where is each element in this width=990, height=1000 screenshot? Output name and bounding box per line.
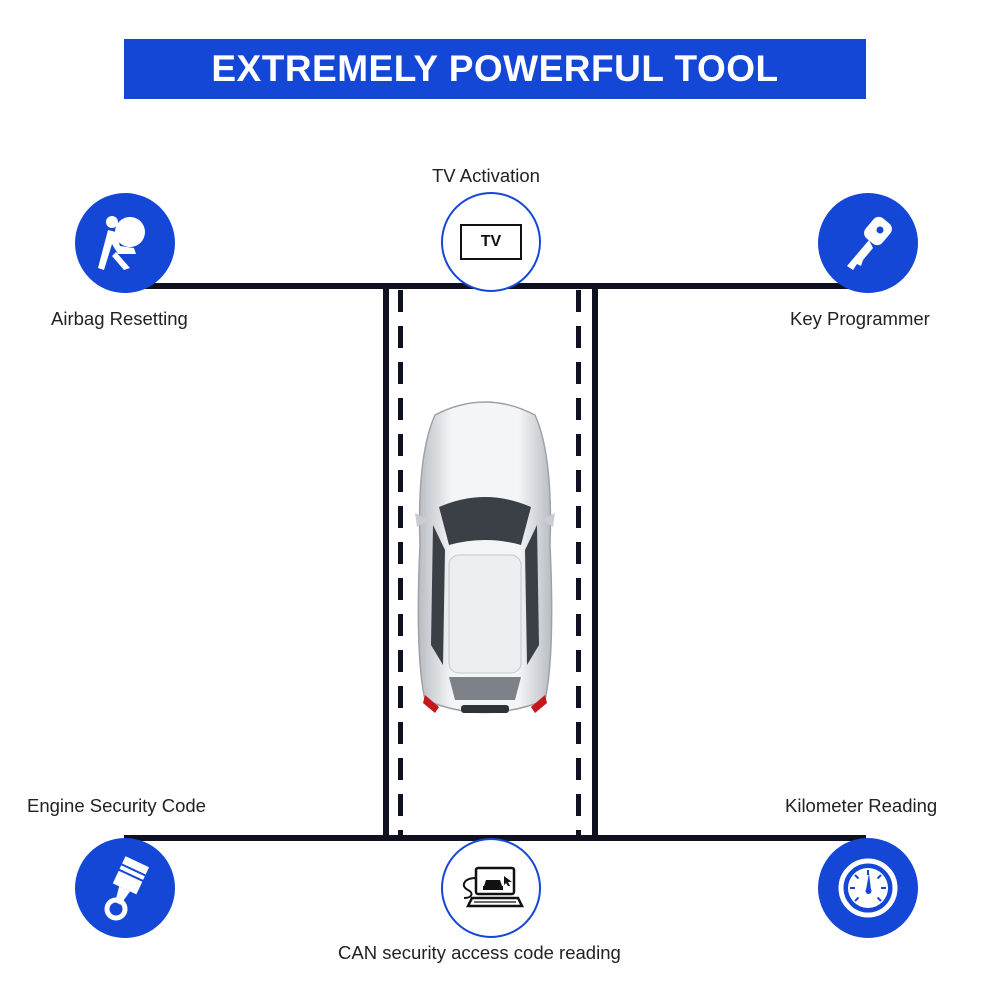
road-left-dashes xyxy=(398,290,403,835)
tv-icon: TV xyxy=(460,224,522,260)
airbag-circle xyxy=(75,193,175,293)
kilometer-label: Kilometer Reading xyxy=(785,795,938,816)
title-banner: EXTREMELY POWERFUL TOOL xyxy=(124,39,866,99)
road-right-edge xyxy=(592,283,598,841)
car-top-view xyxy=(415,401,555,714)
key-circle xyxy=(818,193,918,293)
can-label: CAN security access code reading xyxy=(338,942,621,963)
key-programmer-label: Key Programmer xyxy=(790,308,930,329)
speedometer-icon xyxy=(838,858,898,918)
engine-security-label: Engine Security Code xyxy=(27,795,206,816)
banner-title: EXTREMELY POWERFUL TOOL xyxy=(211,48,779,89)
can-security-circle xyxy=(441,838,541,938)
engine-security-circle xyxy=(75,838,175,938)
laptop-car-icon xyxy=(462,866,525,908)
road-right-dashes xyxy=(576,290,581,835)
tv-badge-text: TV xyxy=(480,233,502,250)
piston-icon xyxy=(104,856,150,921)
road-left-edge xyxy=(383,283,389,841)
tv-activation-circle: TV xyxy=(441,192,541,292)
key-icon xyxy=(847,216,892,270)
airbag-label: Airbag Resetting xyxy=(51,308,188,329)
kilometer-circle xyxy=(818,838,918,938)
tv-activation-label: TV Activation xyxy=(432,165,540,186)
airbag-icon xyxy=(98,216,145,270)
